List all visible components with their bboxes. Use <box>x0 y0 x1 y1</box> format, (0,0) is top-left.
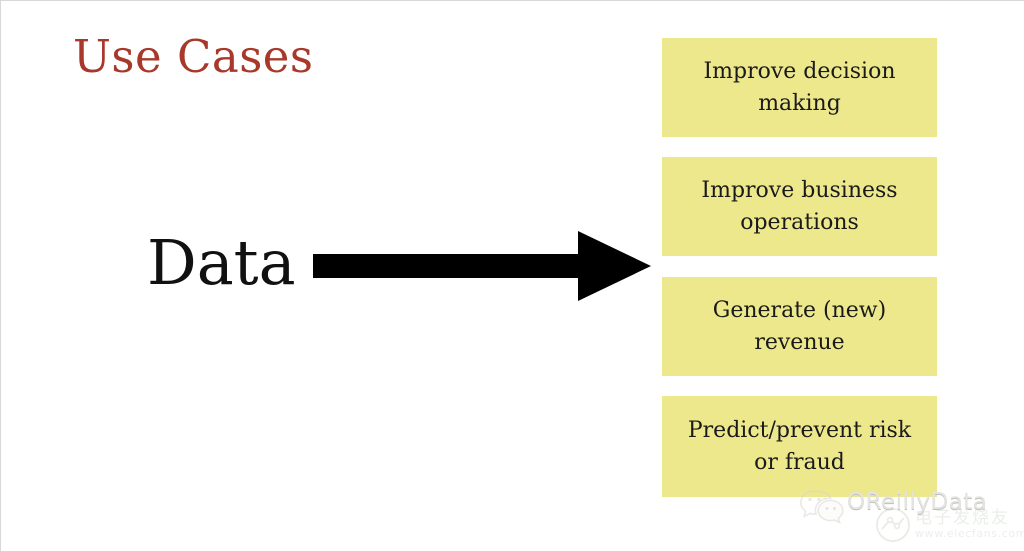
elecfans-watermark: 电子发烧友 www.elecfans.com <box>875 503 1024 547</box>
elecfans-url-label: www.elecfans.com <box>915 527 1024 540</box>
outcome-box-improve-business-operations: Improve business operations <box>662 157 937 256</box>
elecfans-logo-icon <box>875 507 911 543</box>
data-source-label: Data <box>147 226 296 299</box>
page-title: Use Cases <box>73 30 314 83</box>
outcome-box-improve-decision-making: Improve decision making <box>662 38 937 137</box>
outcome-box-generate-new-revenue: Generate (new) revenue <box>662 277 937 376</box>
outcome-label: Predict/prevent risk or fraud <box>687 417 912 475</box>
right-arrow-icon <box>313 229 651 303</box>
outcome-label: Improve business operations <box>701 177 898 235</box>
outcome-label: Improve decision making <box>703 58 896 116</box>
outcome-box-predict-prevent-risk-or-fraud: Predict/prevent risk or fraud <box>662 396 937 497</box>
outcome-label: Generate (new) revenue <box>712 297 887 355</box>
elecfans-cn-label: 电子发烧友 <box>915 508 1010 528</box>
